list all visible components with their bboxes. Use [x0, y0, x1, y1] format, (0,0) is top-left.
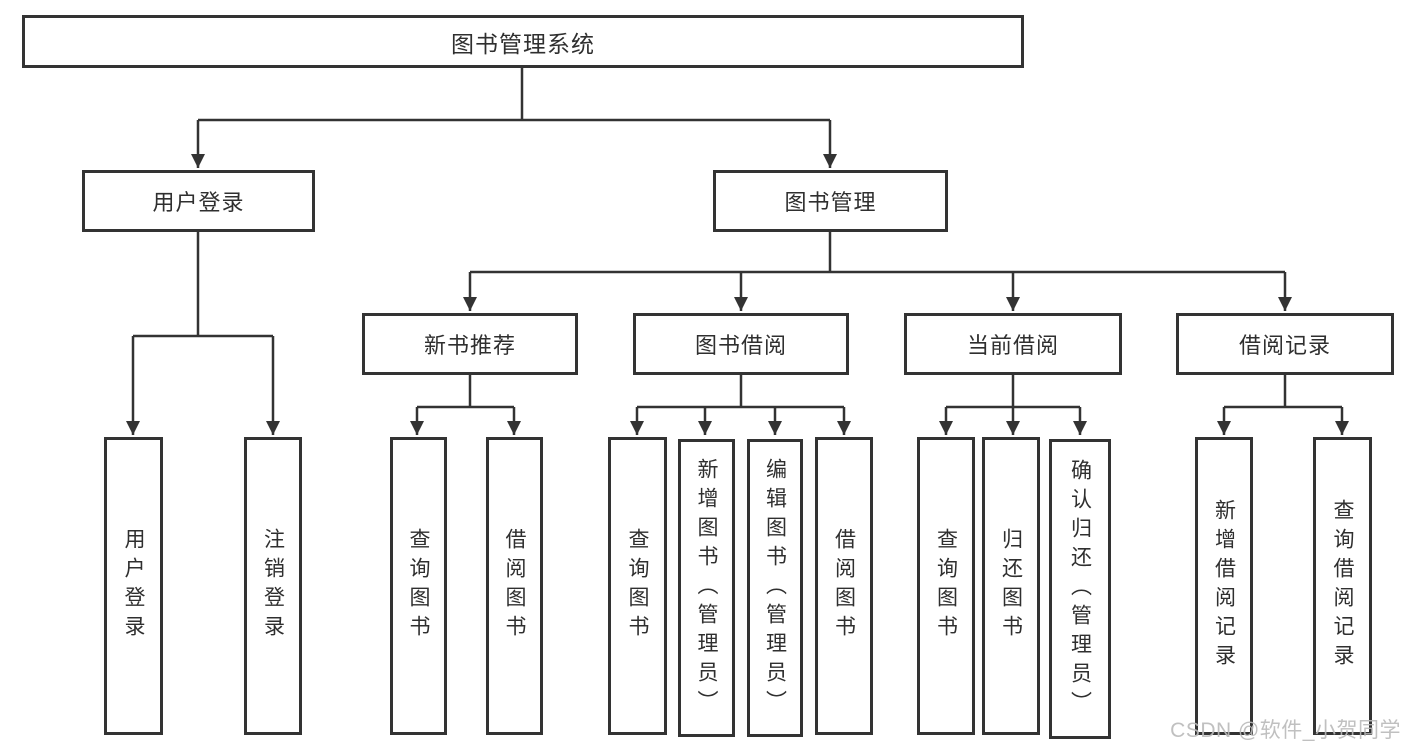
branch-book-management: 图书管理 — [713, 170, 948, 232]
group-new-book-recommend: 新书推荐 — [362, 313, 578, 375]
leaf-user-login: 用户登录 — [104, 437, 163, 735]
csdn-watermark: CSDN @软件_小贺同学 — [1170, 719, 1401, 742]
node-root: 图书管理系统 — [22, 15, 1024, 68]
leaf-bb-query-books: 查询图书 — [608, 437, 667, 735]
leaf-br-add-record: 新增借阅记录 — [1195, 437, 1253, 735]
branch-user-login: 用户登录 — [82, 170, 315, 232]
leaf-cb-return-books: 归还图书 — [982, 437, 1040, 735]
leaf-cb-confirm-return-admin: 确认归还（管理员） — [1049, 439, 1111, 739]
group-borrow-records: 借阅记录 — [1176, 313, 1394, 375]
group-book-borrow: 图书借阅 — [633, 313, 849, 375]
leaf-nbr-query-books: 查询图书 — [390, 437, 447, 735]
group-current-borrow: 当前借阅 — [904, 313, 1122, 375]
leaf-cb-query-books: 查询图书 — [917, 437, 975, 735]
leaf-bb-edit-books-admin: 编辑图书（管理员） — [747, 439, 803, 737]
leaf-br-query-record: 查询借阅记录 — [1313, 437, 1372, 735]
leaf-bb-borrow-books: 借阅图书 — [815, 437, 873, 735]
leaf-logout-login: 注销登录 — [244, 437, 302, 735]
leaf-nbr-borrow-books: 借阅图书 — [486, 437, 543, 735]
leaf-bb-add-books-admin: 新增图书（管理员） — [678, 439, 735, 737]
